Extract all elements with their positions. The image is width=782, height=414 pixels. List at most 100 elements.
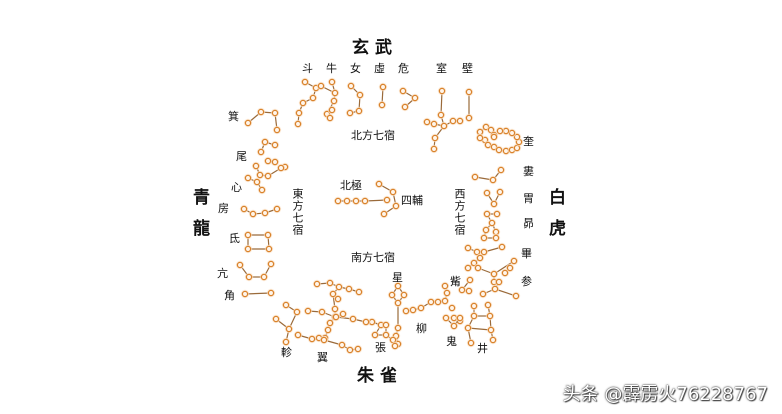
star-icon xyxy=(383,196,391,204)
mansion-yi: 翼 xyxy=(317,351,328,364)
mansion-wei-danger: 危 xyxy=(398,62,409,75)
mansion-jiao: 角 xyxy=(224,289,235,302)
mansion-di: 氐 xyxy=(229,232,240,245)
constellation-心 xyxy=(243,173,267,195)
region-north-label: 北方七宿 xyxy=(351,129,395,142)
star-icon xyxy=(285,325,293,333)
constellation-軫 xyxy=(271,300,302,347)
constellation-壁 xyxy=(464,87,474,123)
mansion-liu: 柳 xyxy=(416,322,427,335)
star-icon xyxy=(380,210,388,218)
star-icon xyxy=(493,210,501,218)
star-icon xyxy=(470,302,478,310)
star-icon xyxy=(394,282,402,290)
constellation-氐 xyxy=(243,230,274,254)
star-icon xyxy=(510,257,518,265)
star-icon xyxy=(392,202,400,210)
star-icon xyxy=(483,189,491,197)
star-icon xyxy=(483,210,491,218)
star-icon xyxy=(261,138,269,146)
constellation-角 xyxy=(240,288,276,299)
star-icon xyxy=(476,254,484,262)
star-icon xyxy=(294,331,302,339)
star-icon xyxy=(271,109,279,117)
constellation-室 xyxy=(422,86,465,154)
mansion-zhen: 軫 xyxy=(281,346,292,359)
constellation-房 xyxy=(239,204,282,219)
star-icon xyxy=(273,126,281,134)
star-icon xyxy=(378,101,386,109)
guardian-west-label: 白虎 xyxy=(545,188,565,250)
star-icon xyxy=(236,261,244,269)
star-icon xyxy=(490,270,498,278)
star-icon xyxy=(329,290,337,298)
star-icon xyxy=(434,298,442,306)
star-icon xyxy=(309,94,317,102)
star-icon xyxy=(343,197,351,205)
star-icon xyxy=(464,244,472,252)
star-icon xyxy=(294,120,302,128)
star-icon xyxy=(271,141,279,149)
star-icon xyxy=(409,306,417,314)
star-icon xyxy=(328,106,336,114)
star-icon xyxy=(388,291,396,299)
star-icon xyxy=(458,286,466,294)
mansion-lou: 婁 xyxy=(523,165,534,178)
star-icon xyxy=(449,117,457,125)
star-icon xyxy=(491,285,499,293)
star-icon xyxy=(496,188,504,196)
star-icon xyxy=(512,292,520,300)
star-icon xyxy=(389,188,397,196)
mansion-xing: 星 xyxy=(392,271,403,284)
star-icon xyxy=(355,288,363,296)
star-icon xyxy=(399,87,407,95)
star-icon xyxy=(355,107,363,115)
star-icon xyxy=(450,322,458,330)
star-icon xyxy=(304,307,312,315)
star-icon xyxy=(402,307,410,315)
star-icon xyxy=(430,145,438,153)
star-icon xyxy=(354,345,362,353)
constellation-婁 xyxy=(470,165,506,185)
constellation-箕 xyxy=(243,107,282,135)
star-icon xyxy=(480,234,488,242)
star-icon xyxy=(356,91,364,99)
star-icon xyxy=(423,118,431,126)
star-icon xyxy=(482,226,490,234)
star-icon xyxy=(282,338,290,346)
mansion-wei-tail: 尾 xyxy=(236,150,247,163)
star-icon xyxy=(313,280,321,288)
constellation-参 xyxy=(473,256,521,301)
four-assist-label: 四輔 xyxy=(401,194,423,207)
star-icon xyxy=(496,127,504,135)
mansion-kang: 亢 xyxy=(217,267,228,280)
star-icon xyxy=(417,304,425,312)
mansion-dou: 斗 xyxy=(302,62,313,75)
star-icon xyxy=(273,205,281,213)
star-icon xyxy=(324,326,332,334)
star-icon xyxy=(241,290,249,298)
star-icon xyxy=(487,326,495,334)
star-icon xyxy=(479,290,487,298)
star-icon xyxy=(267,289,275,297)
star-icon xyxy=(489,176,497,184)
star-icon xyxy=(345,285,353,293)
constellation-奎 xyxy=(475,122,524,156)
star-icon xyxy=(502,147,510,155)
mansion-ji: 箕 xyxy=(228,110,239,123)
star-icon xyxy=(495,146,503,154)
mansion-zi: 觜 xyxy=(450,275,461,288)
star-icon xyxy=(394,299,402,307)
star-icon xyxy=(465,88,473,96)
mansion-nv: 女 xyxy=(350,62,361,75)
star-icon xyxy=(257,108,265,116)
star-icon xyxy=(253,178,261,186)
star-icon xyxy=(352,197,360,205)
star-icon xyxy=(331,305,339,313)
constellation-line xyxy=(244,292,272,295)
star-icon xyxy=(476,134,484,142)
star-icon xyxy=(260,273,268,281)
constellation-張 xyxy=(367,317,400,351)
star-icon xyxy=(334,295,342,303)
constellation-女 xyxy=(345,81,365,118)
